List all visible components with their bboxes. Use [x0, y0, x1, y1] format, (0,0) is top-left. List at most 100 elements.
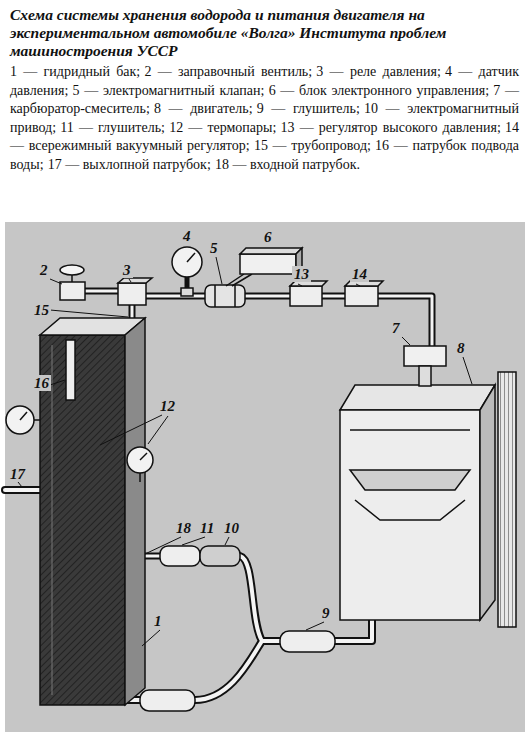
pressure-sensor-part [181, 288, 193, 296]
regulators-part [345, 286, 378, 306]
tank-gauges-part [6, 406, 34, 434]
refuel-valve-part [60, 282, 85, 300]
engine-part [355, 500, 465, 520]
leader-lines-part [18, 482, 22, 487]
key-entry: 3 — реле давления; [316, 64, 441, 79]
key-text: 1 — гидридный бак; 2 — заправочный вентил… [10, 63, 519, 174]
engine-part [340, 410, 480, 620]
callout-number: 10 [222, 520, 241, 536]
solenoid-valve-part [205, 285, 245, 307]
mufflers-part [200, 546, 240, 566]
callout-number: 11 [198, 520, 216, 536]
callout-number: 17 [8, 466, 27, 482]
key-entry: 1 — гидридный бак; [10, 64, 140, 79]
leader-lines-part [50, 310, 128, 317]
leader-lines-part [148, 416, 168, 444]
hydride-tank [40, 318, 145, 705]
callout-number: 9 [320, 605, 332, 621]
callout-number: 4 [181, 228, 193, 244]
callout-number: 3 [121, 262, 133, 278]
callout-number: 18 [174, 520, 193, 536]
picture-ground [5, 222, 525, 732]
engine-part [480, 385, 495, 620]
pressure-relay-part [118, 283, 146, 305]
solenoid-valve [205, 274, 252, 307]
tank-gauges-part [140, 453, 147, 460]
engine-part [419, 366, 431, 386]
hydride-tank-part [125, 318, 145, 705]
key-entry: 8 — двигатель; [154, 101, 253, 116]
figure-title: Схема системы хранения водорода и питани… [10, 6, 519, 60]
tank-gauges-part [34, 419, 40, 421]
pipe-bores-part [85, 290, 118, 293]
leader-lines-part [463, 357, 472, 384]
refuel-valve-part [60, 265, 84, 275]
callout-number: 1 [152, 613, 164, 629]
key-entry: 12 — термопары; [169, 120, 276, 135]
key-entry: 13 — регулятор высокого давления; [281, 120, 501, 135]
pressure-sensor-part [172, 247, 202, 277]
engine-part [404, 346, 446, 366]
key-entry: 9 — глушитель; [257, 101, 360, 116]
engine-part [350, 429, 470, 431]
key-entry: 5 — электромагнитный клапан; [72, 83, 264, 98]
key-entry: 11 — глушитель; [60, 120, 165, 135]
solenoid-valve-part [226, 274, 252, 286]
mufflers-part [140, 690, 195, 711]
callout-number: 16 [32, 375, 51, 391]
control-unit-part [240, 248, 302, 254]
pipe-shadows-part [146, 296, 432, 346]
callout-number: 13 [292, 266, 311, 282]
header-block: Схема системы хранения водорода и питани… [10, 6, 519, 174]
leader-lines-part [129, 279, 131, 282]
mufflers-part [160, 546, 200, 566]
pipe-bores-part [146, 296, 432, 346]
callout-number: 7 [390, 320, 402, 336]
solenoid-valve-part [234, 285, 236, 307]
regulators [290, 281, 383, 306]
callout-number: 15 [32, 302, 51, 318]
callout-number: 12 [158, 398, 177, 414]
leader-lines-part [298, 284, 302, 286]
pressure-relay [118, 278, 152, 305]
tank-gauges-part [127, 447, 153, 473]
leader-lines-part [142, 630, 160, 646]
mufflers-part [280, 631, 335, 652]
hydride-tank-part [40, 335, 125, 705]
callout-number: 8 [455, 340, 467, 356]
pressure-sensor-part [187, 253, 195, 262]
engine-part [350, 470, 470, 490]
tank-gauges-part [20, 412, 27, 420]
leader-lines-part [356, 284, 360, 286]
mufflers [140, 546, 335, 711]
regulators-part [290, 286, 322, 306]
callout-number: 2 [38, 262, 50, 278]
key-entry: 6 — блок электронного управления; [269, 83, 489, 98]
callout-number: 14 [350, 266, 369, 282]
key-entry: 18 — входной патрубок. [215, 157, 360, 172]
key-entry: 15 — трубопровод; [254, 138, 371, 153]
tank-gauges [6, 406, 153, 482]
pressure-relay-part [118, 278, 152, 283]
leader-lines-part [216, 257, 222, 284]
leader-lines-part [50, 380, 65, 385]
solenoid-valve-part [214, 285, 216, 307]
leader-lines-part [50, 279, 62, 284]
engine [340, 346, 516, 627]
leader-lines-part [182, 537, 205, 545]
key-entry: 2 — заправочный вентиль; [144, 64, 312, 79]
callout-number: 6 [262, 229, 274, 245]
leader-lines-part [225, 537, 229, 545]
leader-lines-part [402, 337, 410, 345]
leader-lines-part [100, 415, 162, 445]
control-unit-part [240, 254, 296, 274]
engine-part [498, 372, 516, 627]
engine-part [340, 385, 495, 410]
key-entry: 17 — выхлопной патрубок; [48, 157, 211, 172]
pipe-shadows-part [5, 486, 40, 494]
hydride-tank-part [52, 345, 53, 695]
leader-lines-part [306, 622, 324, 630]
hydride-tank-part [66, 340, 75, 400]
pipe-bores-part [5, 488, 40, 492]
callout-number: 5 [208, 240, 220, 256]
